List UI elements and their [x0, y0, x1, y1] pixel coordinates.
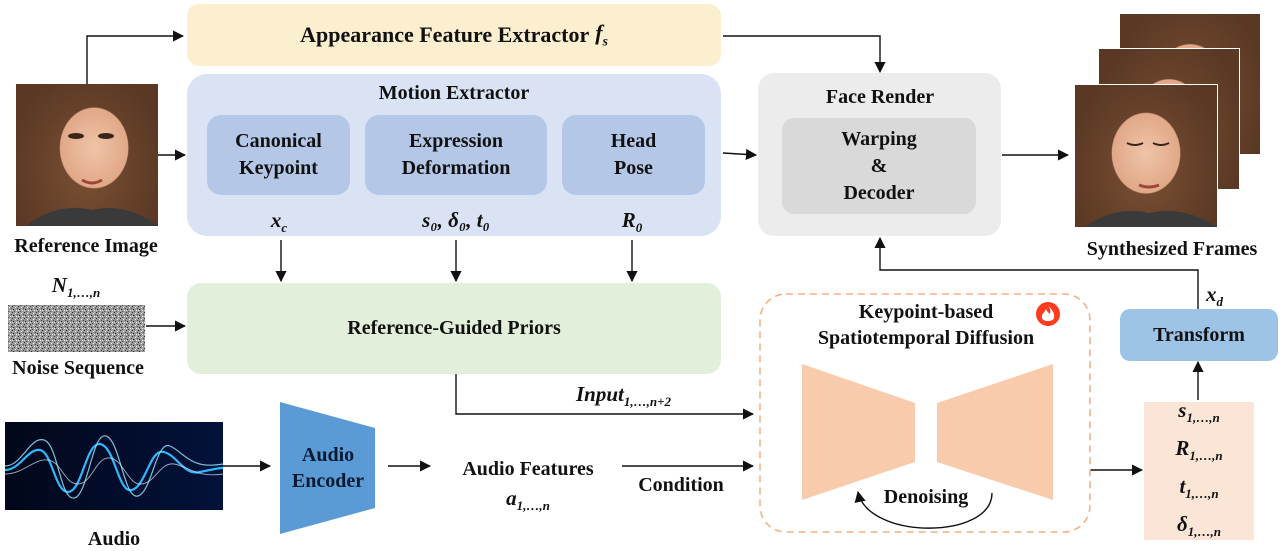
input-label: Input1,…,n+2 — [576, 382, 672, 410]
motion-extractor-title: Motion Extractor — [378, 82, 530, 104]
module-line1: Head — [610, 130, 657, 152]
diffusion-title-line1: Keypoint-based — [858, 301, 994, 323]
module-line1: Expression — [408, 130, 504, 152]
xd-label: xd — [1206, 282, 1224, 310]
synthesized-frames-label: Synthesized Frames — [1086, 238, 1258, 260]
denoising-label: Denoising — [883, 486, 969, 508]
appearance-extractor-box: Appearance Feature Extractor fs — [187, 4, 721, 66]
warping-decoder-box: Warping & Decoder — [782, 118, 976, 214]
module-line2: Keypoint — [239, 157, 318, 179]
module-line2: Deformation — [401, 157, 511, 179]
output-item: t1,…,n — [1179, 474, 1219, 502]
output-item: R1,…,n — [1175, 435, 1223, 463]
noise-texture-icon — [8, 305, 145, 352]
audio-encoder-label: Audio Encoder — [291, 444, 365, 492]
condition-label: Condition — [638, 474, 724, 496]
motion-outputs-box: s1,…,n R1,…,n t1,…,n δ1,…,n — [1144, 398, 1254, 540]
synth-frame-front — [1074, 84, 1218, 228]
output-item: s1,…,n — [1178, 397, 1220, 425]
output-r0: R0 — [621, 208, 643, 236]
audio-label: Audio — [87, 528, 141, 550]
diffusion-title-line2: Spatiotemporal Diffusion — [817, 327, 1035, 349]
module-expression-deformation: Expression Deformation — [365, 115, 547, 195]
portrait-photo-icon — [1085, 142, 1217, 227]
module-head-pose: Head Pose — [562, 115, 705, 195]
unet-decoder-shape — [937, 364, 1053, 500]
output-item: δ1,…,n — [1176, 512, 1222, 540]
reference-guided-priors-box: Reference-Guided Priors — [187, 283, 721, 374]
appearance-symbol: f — [595, 20, 603, 46]
diffusion-dashed-border — [759, 293, 1091, 533]
output-xc: xc — [270, 208, 288, 236]
reference-image-label: Reference Image — [14, 235, 158, 257]
unet-encoder-shape — [802, 364, 915, 500]
output-s0-d0-t0: s₀, δ₀, t₀ — [422, 208, 490, 232]
portrait-photo-icon — [26, 133, 158, 226]
module-canonical-keypoint: Canonical Keypoint — [207, 115, 350, 195]
audio-features-symbol: a1,…,n — [506, 486, 550, 514]
audio-waveform-icon — [4, 422, 224, 510]
face-render-title: Face Render — [825, 86, 935, 108]
module-line2: Pose — [614, 157, 653, 179]
audio-encoder-shape — [280, 402, 375, 534]
audio-features-label: Audio Features — [462, 458, 594, 480]
appearance-extractor-label: Appearance Feature Extractor — [300, 22, 590, 47]
fire-icon — [1036, 302, 1060, 326]
noise-symbol: N1,…,n — [51, 273, 101, 301]
module-line1: Canonical — [235, 130, 322, 152]
appearance-symbol-sub: s — [602, 33, 608, 49]
noise-sequence-label: Noise Sequence — [12, 357, 144, 379]
transform-box: Transform — [1120, 309, 1278, 361]
reference-photo — [16, 84, 158, 226]
